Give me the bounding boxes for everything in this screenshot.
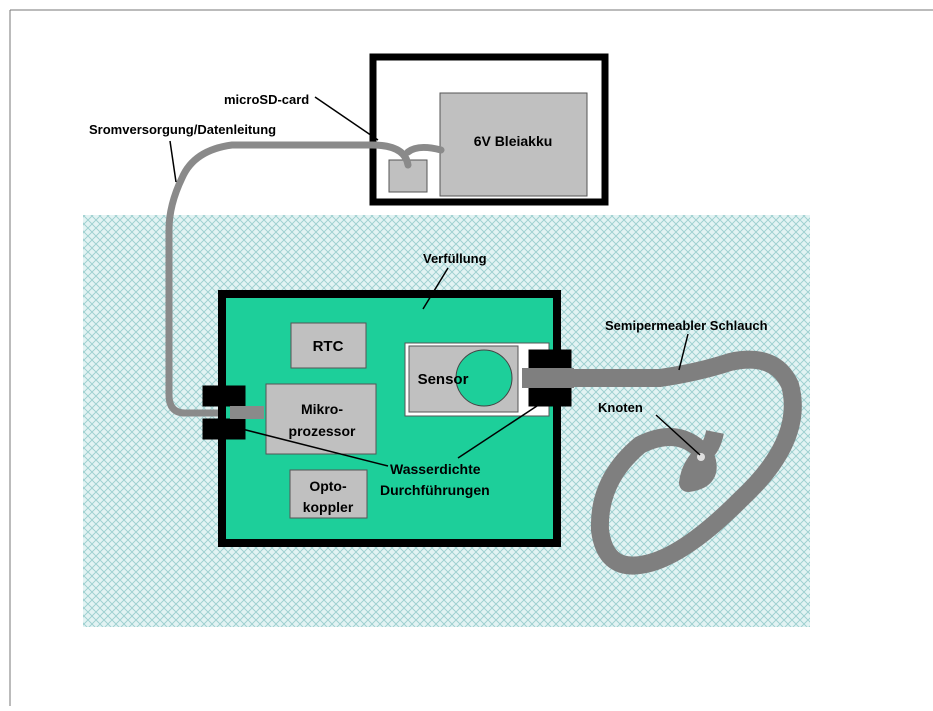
semipermeable-tube [524,350,802,575]
microprocessor-label-line2: prozessor [289,423,356,439]
feedthrough-leader-left [241,428,389,467]
microprocessor-label-line1: Mikro- [301,401,343,417]
fill-leader-line [422,267,449,310]
fill-label: Verfüllung [423,251,487,266]
battery-block [439,92,588,197]
battery-label: 6V Bleiakku [474,133,553,149]
optocoupler-label-line1: Opto- [309,478,347,494]
feedthrough-right-lower [528,387,572,407]
tube-leader-line [678,333,689,371]
sensor-membrane-circle [455,349,513,407]
sensor-label: Sensor [418,371,469,388]
feedthrough-right-tube [522,368,574,388]
feedthrough-left-upper [202,385,246,407]
power-data-leader-line [169,140,177,183]
feedthrough-leader-right [457,401,544,459]
optocoupler-block [289,469,368,519]
knot-leader-line [655,414,701,456]
power-data-label: Sromversorgung/Datenleitung [89,122,276,137]
feedthrough-right-upper [528,349,572,369]
knot-label: Knoten [598,400,643,415]
optocoupler-label-line2: koppler [303,499,354,515]
power-data-cable [165,141,445,417]
microprocessor-block [265,383,377,455]
microsd-label: microSD-card [224,92,309,107]
feedthrough-left-lower [202,418,246,440]
tube-label: Semipermeabler Schlauch [605,318,768,333]
microsd-leader-line [314,96,379,141]
feedthrough-left-cable [230,406,264,419]
rtc-block [290,322,367,369]
feedthrough-label-line1: Wasserdichte [390,461,481,477]
feedthrough-label-line2: Durchführungen [380,482,490,498]
rtc-label: RTC [313,338,344,355]
